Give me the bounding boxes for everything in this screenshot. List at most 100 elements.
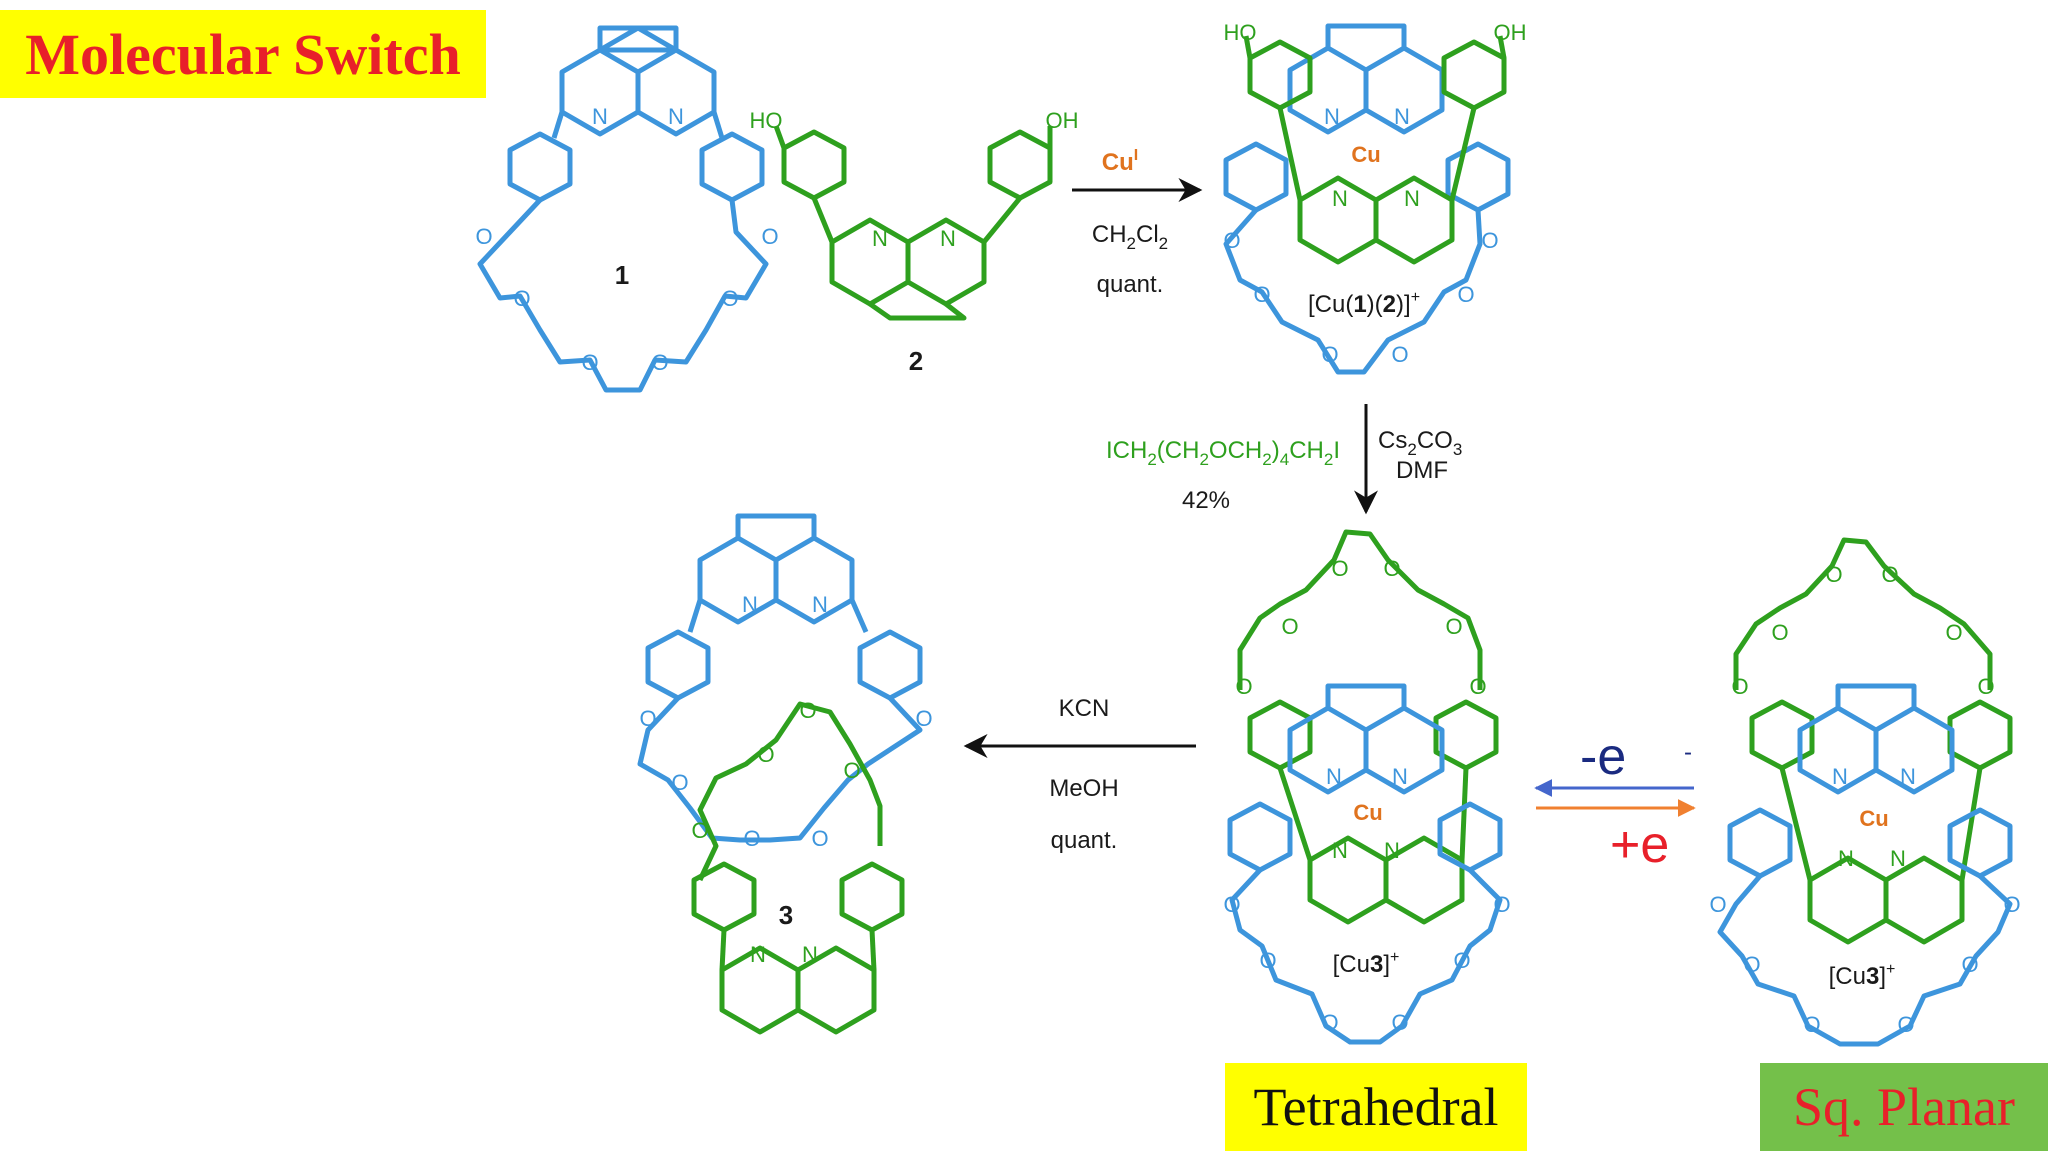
nitrogen-atom: N xyxy=(872,226,888,251)
oxygen-atom: O xyxy=(1223,892,1240,917)
ring xyxy=(697,535,779,625)
oxygen-atom: O xyxy=(1321,342,1338,367)
oxygen-atom: O xyxy=(1383,556,1400,581)
ring xyxy=(1441,39,1507,111)
complex-label-cu-1-2: [Cu(1)(2)]+ xyxy=(1308,289,1420,318)
nitrogen-atom: N xyxy=(802,942,818,967)
compound-3 xyxy=(637,513,923,1035)
copper-atom: Cu xyxy=(1353,800,1382,825)
compound-number-2: 2 xyxy=(909,346,923,376)
ring xyxy=(1247,39,1313,111)
ring xyxy=(905,217,987,307)
ring xyxy=(829,217,911,307)
oxygen-atom: O xyxy=(1235,674,1252,699)
step3-solvent: MeOH xyxy=(1049,775,1118,802)
ring xyxy=(839,861,905,933)
copper-atom: Cu xyxy=(1859,806,1888,831)
step2-conditions: ICH2(CH2OCH2)4CH2I 42% Cs2CO3 DMF xyxy=(1106,427,1462,514)
nitrogen-atom: N xyxy=(940,226,956,251)
oxygen-atom: O xyxy=(743,826,760,851)
oxygen-atom: O xyxy=(1897,1012,1914,1037)
oxygen-atom: O xyxy=(691,818,708,843)
oxygen-atom: O xyxy=(1453,948,1470,973)
ring xyxy=(1223,141,1289,213)
copper-atom: Cu xyxy=(1351,142,1380,167)
oxygen-atom: O xyxy=(1253,282,1270,307)
compound-number-3: 3 xyxy=(779,900,793,930)
oxygen-atom: O xyxy=(1391,342,1408,367)
oxygen-atom: O xyxy=(1825,562,1842,587)
compound-2 xyxy=(773,125,1053,321)
oxygen-atom: O xyxy=(799,698,816,723)
oxygen-atom: O xyxy=(1457,282,1474,307)
nitrogen-atom: N xyxy=(1832,764,1848,789)
cu3-tetrahedral-complex xyxy=(1227,529,1503,1045)
step3-yield: quant. xyxy=(1051,827,1118,854)
oxygen-atom: O xyxy=(757,742,774,767)
nitrogen-atom: N xyxy=(750,942,766,967)
oxidation-label: -e xyxy=(1580,728,1626,786)
ring xyxy=(781,129,847,201)
oxygen-atom: O xyxy=(651,350,668,375)
ring xyxy=(735,513,817,538)
nitrogen-atom: N xyxy=(1890,846,1906,871)
oxygen-atom: O xyxy=(513,286,530,311)
step3-reagent: KCN xyxy=(1059,695,1110,722)
oxygen-atom: O xyxy=(1771,620,1788,645)
ring xyxy=(1247,699,1313,771)
ring xyxy=(1325,23,1407,48)
oxygen-atom: O xyxy=(811,826,828,851)
oxygen-atom: O xyxy=(1223,228,1240,253)
nitrogen-atom: N xyxy=(1332,838,1348,863)
ring xyxy=(507,131,573,203)
step2-solvent: DMF xyxy=(1396,457,1448,484)
nitrogen-atom: N xyxy=(742,592,758,617)
step3-conditions: KCN MeOH quant. xyxy=(1049,695,1118,854)
oxygen-atom: O xyxy=(1803,1012,1820,1037)
compound-1-atoms: N N O O O O O O 1 xyxy=(475,104,778,375)
ring xyxy=(868,301,967,321)
oxygen-atom: O xyxy=(639,706,656,731)
hydroxy-group: HO xyxy=(750,108,783,133)
title-label: Molecular Switch xyxy=(0,10,486,98)
ring xyxy=(1749,699,1815,771)
ring xyxy=(1433,699,1499,771)
nitrogen-atom: N xyxy=(1324,104,1340,129)
oxygen-atom: O xyxy=(1977,674,1994,699)
ring xyxy=(1947,699,2013,771)
tetrahedral-label: Tetrahedral xyxy=(1225,1063,1527,1151)
oxygen-atom: O xyxy=(1731,674,1748,699)
nitrogen-atom: N xyxy=(1838,846,1854,871)
ring xyxy=(1835,683,1917,708)
step2-reagent: ICH2(CH2OCH2)4CH2I xyxy=(1106,437,1340,469)
oxygen-atom: O xyxy=(2003,892,2020,917)
step1-yield: quant. xyxy=(1097,271,1164,298)
hydroxy-group: HO xyxy=(1224,20,1257,45)
ring xyxy=(1383,835,1465,925)
cu3-tetrahedral-atoms: O O O O O O N N N N Cu O O O O O O [Cu3]… xyxy=(1223,556,1510,1035)
square-planar-label: Sq. Planar xyxy=(1760,1063,2048,1151)
ring xyxy=(1373,175,1455,265)
ring xyxy=(987,129,1053,201)
oxygen-atom: O xyxy=(843,758,860,783)
oxygen-atom: O xyxy=(721,286,738,311)
ring xyxy=(691,861,757,933)
nitrogen-atom: N xyxy=(668,104,684,129)
hydroxy-group: OH xyxy=(1046,108,1079,133)
step1-conditions: CuI CH2Cl2 quant. xyxy=(1092,147,1168,298)
step1-solvent: CH2Cl2 xyxy=(1092,221,1168,253)
cu3-square-planar-atoms: O O O O O O N N N N Cu O O O O O O [Cu3]… xyxy=(1709,562,2020,1037)
oxygen-atom: O xyxy=(475,224,492,249)
nitrogen-atom: N xyxy=(1332,186,1348,211)
oxygen-atom: O xyxy=(1259,948,1276,973)
oxygen-atom: O xyxy=(1469,674,1486,699)
ring xyxy=(795,945,877,1035)
oxygen-atom: O xyxy=(1321,1010,1338,1035)
compound-2-atoms: HO OH N N 2 xyxy=(750,108,1079,376)
compound-number-1: 1 xyxy=(615,260,629,290)
nitrogen-atom: N xyxy=(1326,764,1342,789)
ring xyxy=(1307,835,1389,925)
nitrogen-atom: N xyxy=(592,104,608,129)
complex-label-cu3: [Cu3]+ xyxy=(1333,949,1400,978)
